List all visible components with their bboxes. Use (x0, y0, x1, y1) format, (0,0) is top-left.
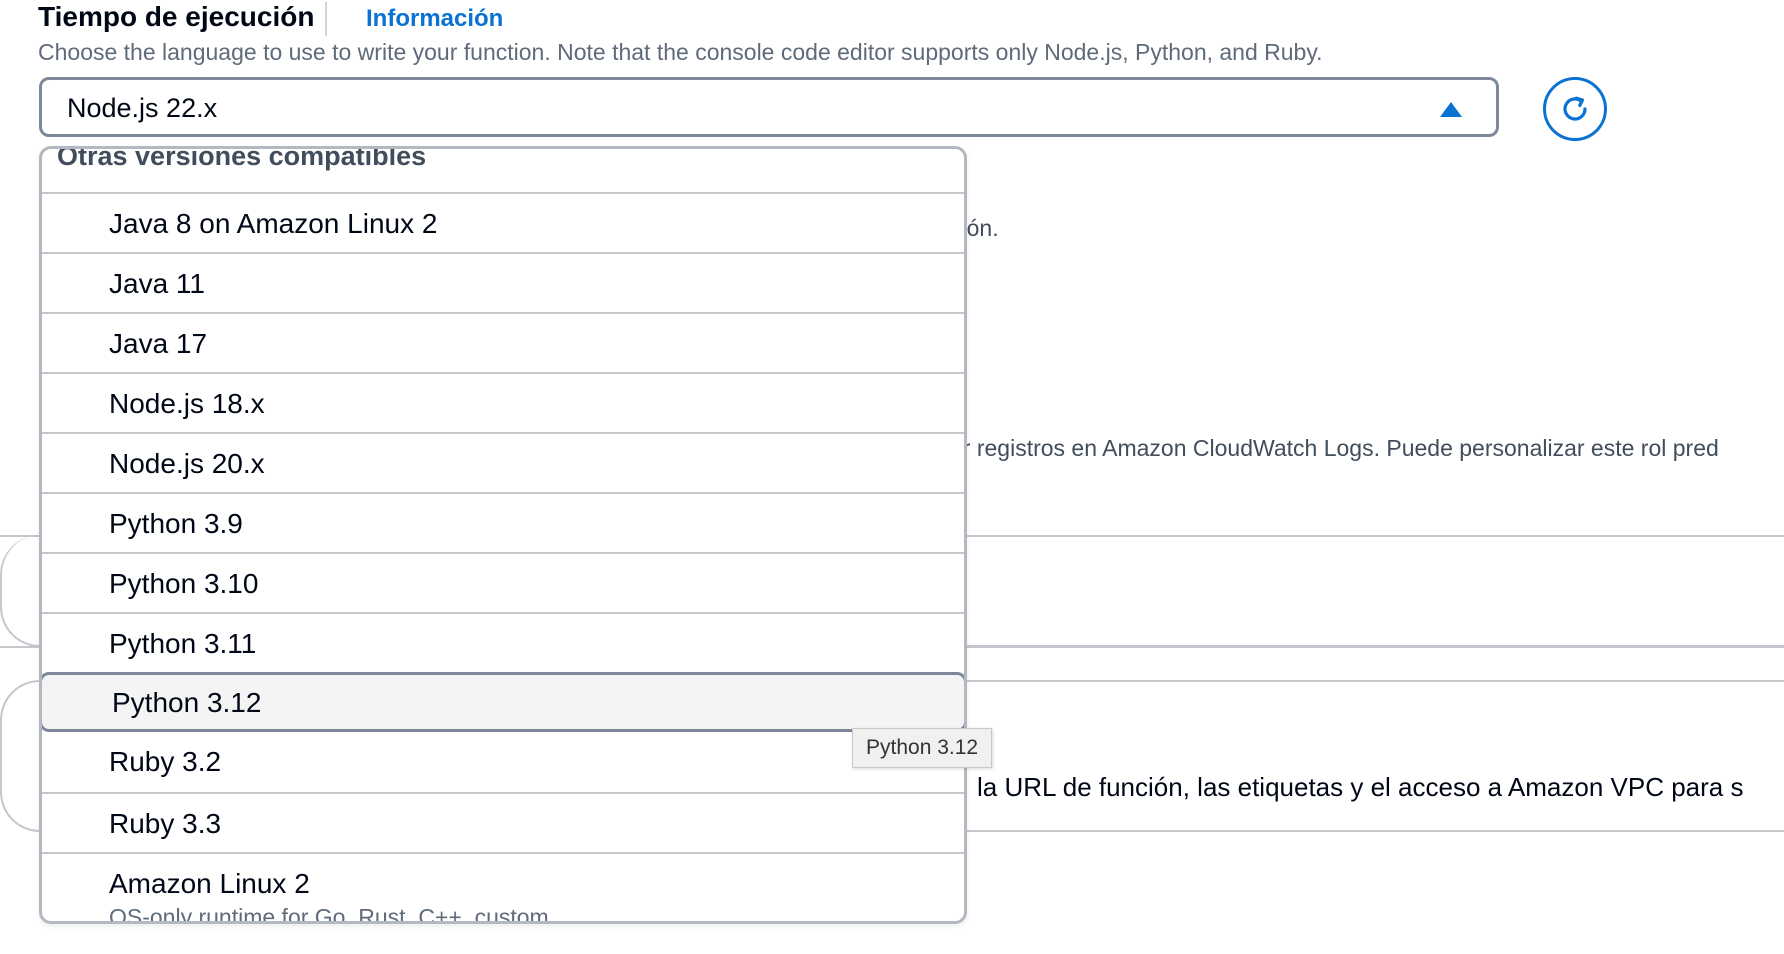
runtime-selected-value: Node.js 22.x (67, 93, 218, 123)
caret-up-icon (1440, 102, 1462, 117)
dropdown-option-highlighted[interactable]: Python 3.12 (42, 672, 964, 732)
dropdown-option[interactable]: Ruby 3.2 (42, 732, 964, 792)
option-description: OS-only runtime for Go, Rust, C++, custo… (109, 904, 549, 924)
runtime-field-description: Choose the language to use to write your… (38, 39, 1323, 65)
background-text-advanced: la URL de función, las etiquetas y el ac… (977, 772, 1744, 802)
refresh-button[interactable] (1543, 77, 1607, 141)
runtime-field-label: Tiempo de ejecución (38, 1, 315, 32)
option-label: Node.js 18.x (109, 388, 265, 419)
option-label: Java 11 (109, 268, 205, 299)
label-divider (325, 2, 327, 36)
refresh-icon (1563, 96, 1587, 121)
option-label: Ruby 3.2 (109, 746, 222, 777)
option-label: Node.js 20.x (109, 448, 265, 479)
dropdown-option[interactable]: Amazon Linux 2 OS-only runtime for Go, R… (42, 852, 964, 924)
option-label: Java 8 on Amazon Linux 2 (109, 208, 438, 239)
option-label: Python 3.9 (109, 508, 243, 539)
option-label: Python 3.12 (112, 687, 262, 718)
option-label: Python 3.11 (109, 628, 257, 659)
dropdown-group-header: Otras versiones compatibles (57, 146, 427, 171)
runtime-dropdown[interactable]: Otras versiones compatibles Java 8 on Am… (39, 146, 967, 924)
dropdown-option[interactable]: Java 8 on Amazon Linux 2 (42, 192, 964, 252)
dropdown-option[interactable]: Java 11 (42, 252, 964, 312)
dropdown-option[interactable]: Python 3.11 (42, 612, 964, 672)
dropdown-options: Java 8 on Amazon Linux 2 Java 11 Java 17… (42, 192, 964, 924)
option-label: Amazon Linux 2 (109, 868, 310, 899)
option-label: Java 17 (109, 328, 208, 359)
runtime-select[interactable]: Node.js 22.x (39, 77, 1499, 137)
option-tooltip: Python 3.12 (852, 728, 993, 768)
dropdown-option[interactable]: Python 3.10 (42, 552, 964, 612)
dropdown-option[interactable]: Ruby 3.3 (42, 792, 964, 852)
dropdown-option[interactable]: Node.js 20.x (42, 432, 964, 492)
option-label: Python 3.10 (109, 568, 259, 599)
dropdown-option[interactable]: Python 3.9 (42, 492, 964, 552)
option-label: Ruby 3.3 (109, 808, 222, 839)
dropdown-option[interactable]: Node.js 18.x (42, 372, 964, 432)
info-link[interactable]: Información (366, 5, 504, 32)
dropdown-option[interactable]: Java 17 (42, 312, 964, 372)
background-text-logs: ar registros en Amazon CloudWatch Logs. … (950, 435, 1719, 461)
